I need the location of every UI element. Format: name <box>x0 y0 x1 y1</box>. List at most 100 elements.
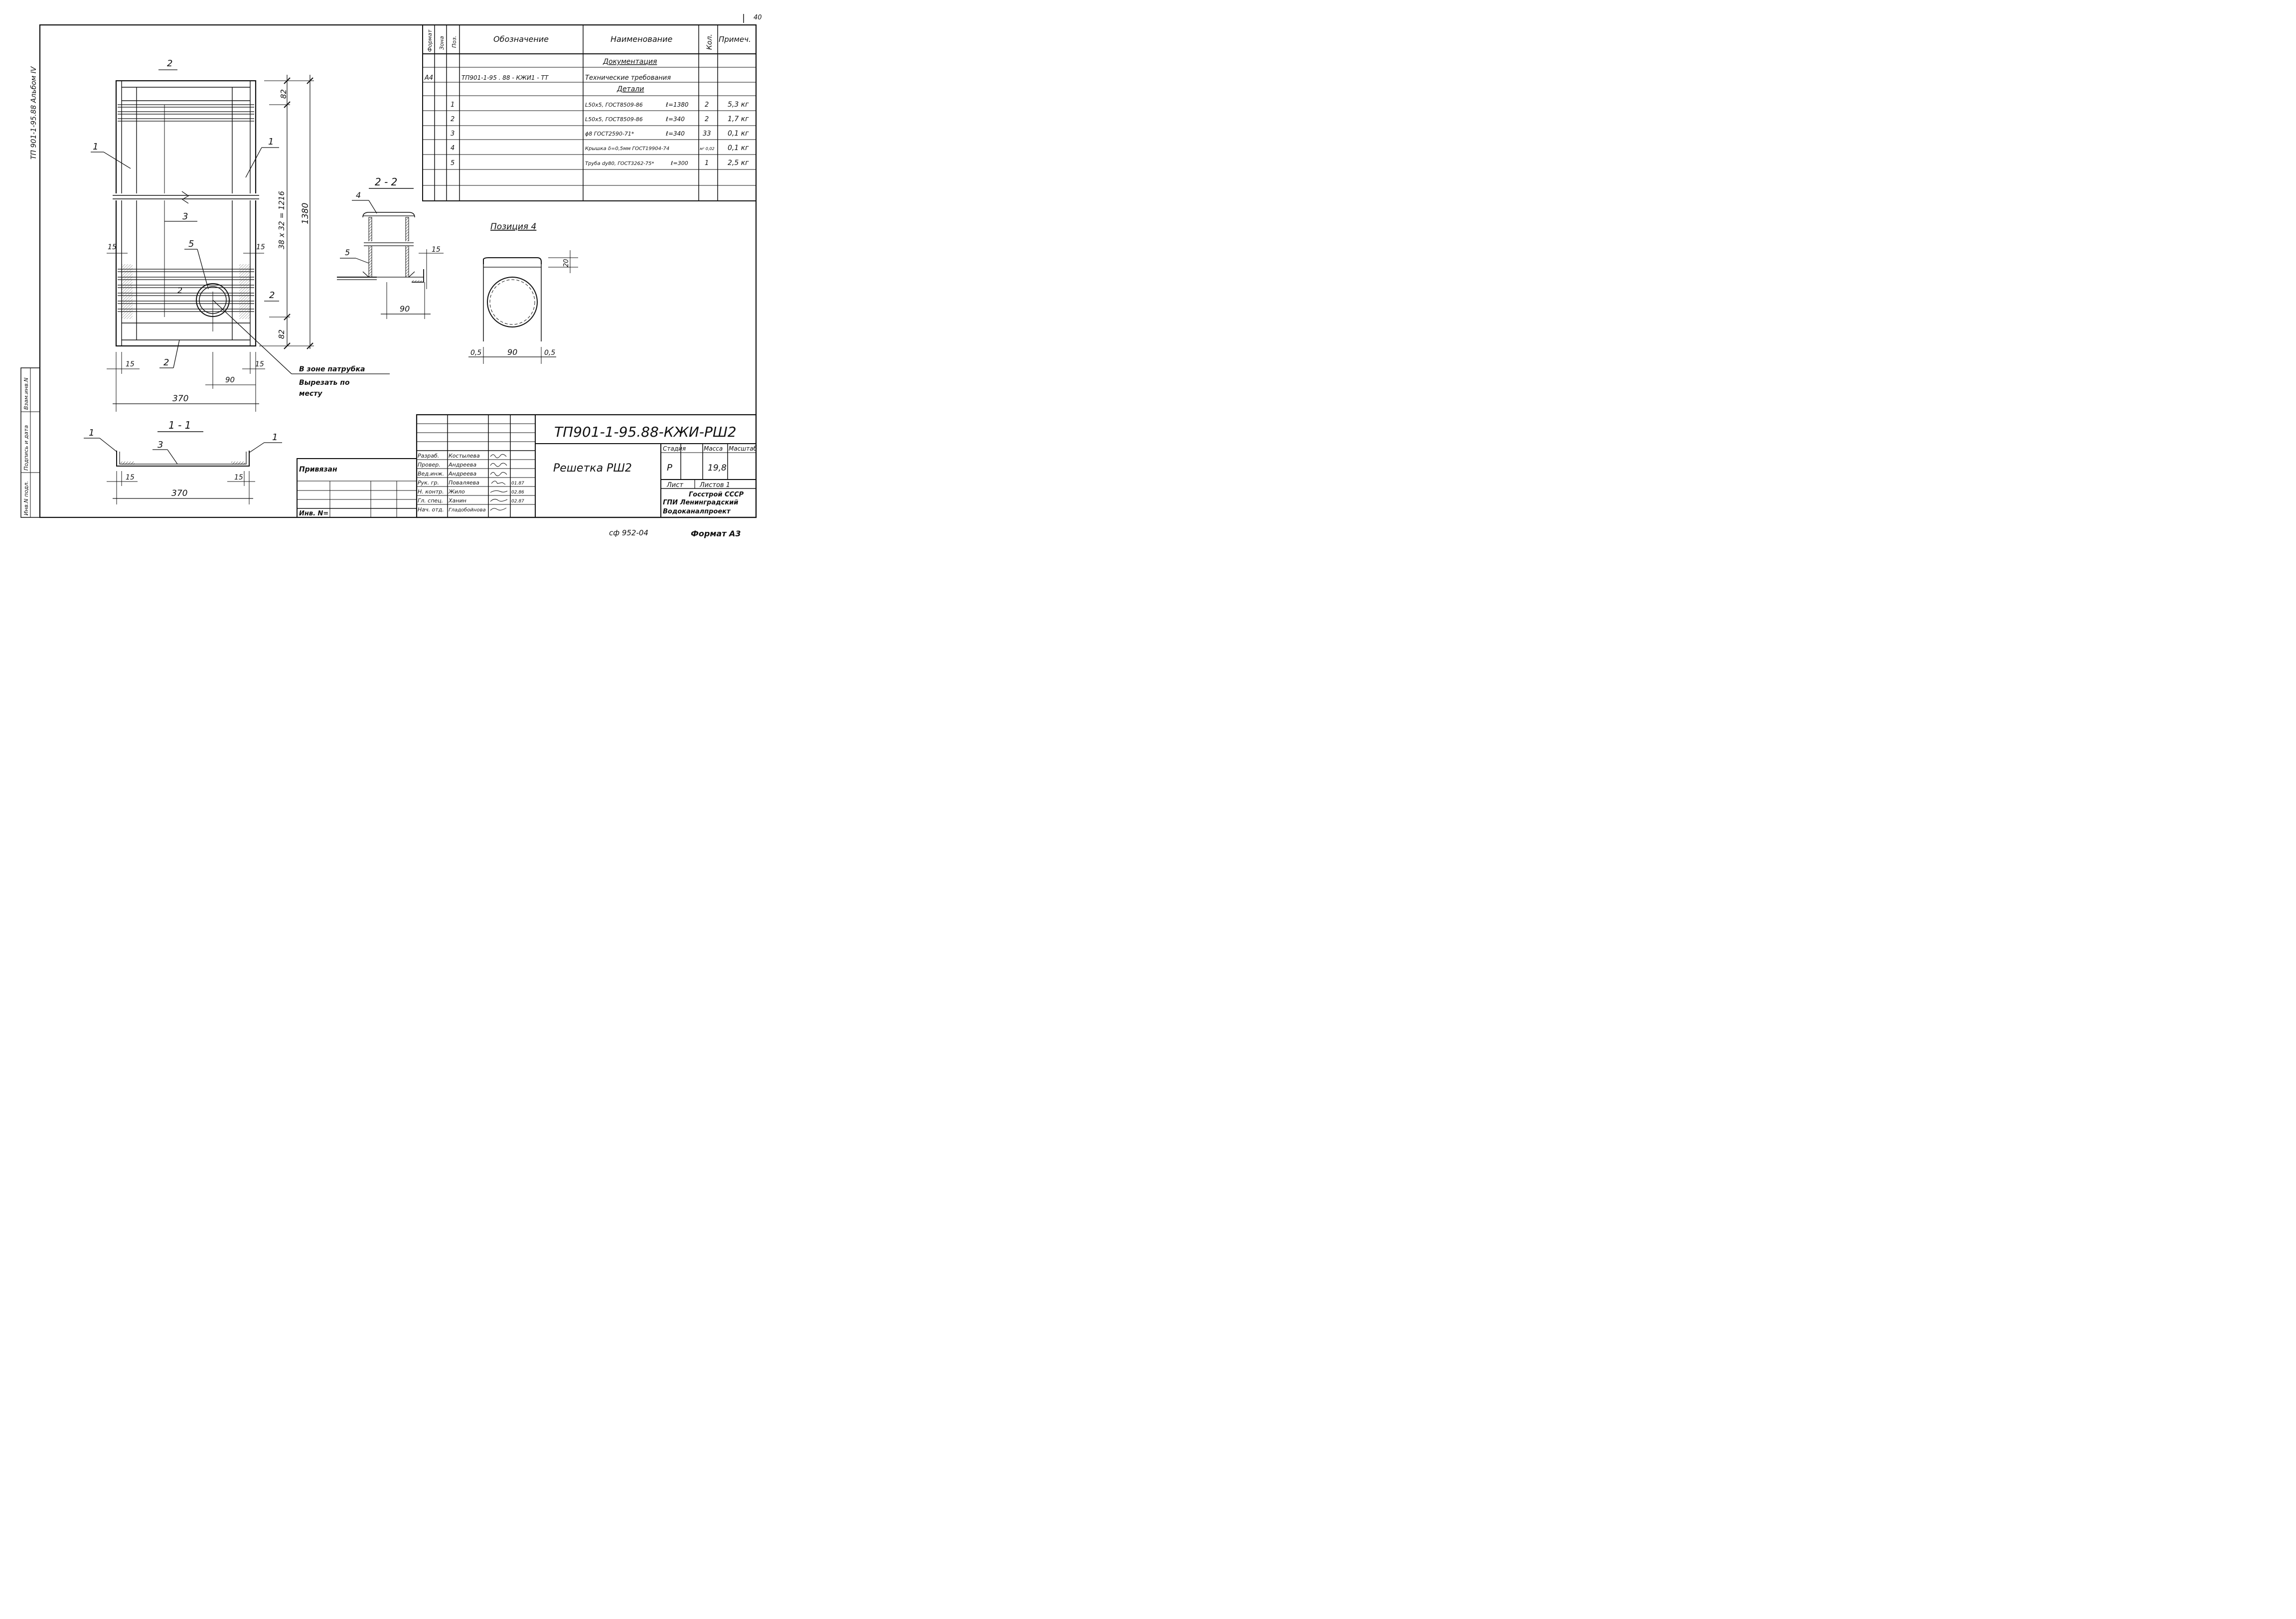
drawing-name: Решетка РШ2 <box>553 462 632 475</box>
inv-no-label: Инв. N= <box>299 510 328 517</box>
position-4-title: Позиция 4 <box>490 222 536 232</box>
row-qty: 2 <box>705 101 709 109</box>
row-pos: 3 <box>451 130 455 138</box>
org-line-1: Госстрой СССР <box>689 491 744 498</box>
privyazan-label: Привязан <box>299 466 337 474</box>
dim-15-d: 15 <box>255 360 264 368</box>
title-block: Привязан Инв. N= Разраб. Костылева Прове… <box>297 414 758 518</box>
role-row: Вед.инж. Андреева <box>418 471 476 477</box>
drawing-code: ТП901-1-95.88-КЖИ-РШ2 <box>554 424 737 440</box>
dim-82-top: 82 <box>279 89 288 99</box>
spec-row: 2 L50x5, ГОСТ8509-86 ℓ=340 2 1,7 кг <box>451 115 749 123</box>
role-row: Гл. спец. Ханин 02.87 <box>418 497 524 504</box>
position-4: Позиция 4 20 0,5 90 0,5 <box>468 222 578 364</box>
stage-label: Стадия <box>663 445 686 452</box>
role-label: Рук. гр. <box>418 480 439 486</box>
callout-5: 5 <box>188 239 194 249</box>
row-name: Труба dy80, ГОСТ3262-75* <box>585 161 654 166</box>
row-length: ℓ=1380 <box>665 101 689 108</box>
doc-format: А4 <box>424 74 433 82</box>
role-label: Вед.инж. <box>418 471 444 477</box>
org-line-3: Водоканалпроект <box>663 508 731 515</box>
doc-designation: ТП901-1-95 . 88 - КЖИ1 - ТТ <box>461 74 549 81</box>
dim-15-a: 15 <box>108 243 117 251</box>
row-note: 2,5 кг <box>728 159 749 167</box>
left-stamp-strip: Взам.инв.N Подпись и дата Инв.N подл. <box>20 367 40 518</box>
role-row: Разраб. Костылева <box>418 453 480 459</box>
footer-code: сф 952-04 <box>609 528 648 537</box>
dim-15-c: 15 <box>126 360 135 368</box>
s22-label-5: 5 <box>345 248 350 257</box>
pos4-dim-90: 90 <box>507 347 517 357</box>
s22-label-4: 4 <box>356 190 361 200</box>
org-line-2: ГПИ Ленинградский <box>663 499 738 506</box>
doc-name: Технические требования <box>585 74 671 82</box>
row-qty: м² 0,02 <box>700 147 715 151</box>
role-person: Костылева <box>449 453 480 459</box>
s11-dim-15-a: 15 <box>126 474 135 482</box>
row-qty: 2 <box>705 116 709 123</box>
hdr-note: Примеч. <box>719 35 751 44</box>
role-person: Ханин <box>448 497 466 504</box>
s22-dim-15: 15 <box>432 246 441 254</box>
section-1-1-title: 1 - 1 <box>168 419 191 431</box>
pos4-dim-20: 20 <box>563 259 570 267</box>
role-person: Жило <box>448 488 465 495</box>
note-line-3: месту <box>299 390 322 398</box>
s11-dim-370: 370 <box>171 488 187 498</box>
role-label: Нач. отд. <box>418 506 444 513</box>
mass-value: 19,8 <box>708 463 727 473</box>
row-note: 5,3 кг <box>728 101 749 109</box>
dim-90: 90 <box>225 375 235 384</box>
note-line-2: Вырезать по <box>299 379 350 387</box>
side-album-label: ТП 901-1-95.88 Альбом IV <box>30 66 38 160</box>
row-pos: 2 <box>451 116 455 123</box>
role-person: Поваляева <box>449 480 479 486</box>
hdr-zone: Зона <box>439 36 445 50</box>
hdr-pos: Поз. <box>451 36 458 48</box>
row-qty: 33 <box>703 130 711 138</box>
s11-dim-15-b: 15 <box>234 474 243 482</box>
section-details: Детали <box>616 85 644 93</box>
row-note: 0,1 кг <box>728 144 749 152</box>
row-name: L50x5, ГОСТ8509-86 <box>585 116 643 123</box>
s11-label-3: 3 <box>157 440 163 450</box>
stamp-podpis-data: Подпись и дата <box>23 425 29 471</box>
drawing-sheet: 40 ТП 901-1-95.88 Альбом IV Взам.инв.N П… <box>20 14 762 538</box>
role-date: 02.87 <box>511 499 524 504</box>
row-name: ϕ8 ГОСТ2590-71* <box>585 131 634 137</box>
hdr-format: Формат <box>427 29 433 52</box>
callout-2-inner: 2 <box>177 286 182 295</box>
role-row: Рук. гр. Поваляева 01.87 <box>418 480 524 486</box>
section-2-2-title: 2 - 2 <box>375 176 397 188</box>
s22-dim-90: 90 <box>400 304 410 314</box>
section-2-2: 2 - 2 4 5 15 90 <box>337 176 444 319</box>
pos4-dim-05-b: 0,5 <box>544 349 555 357</box>
callout-2-side: 2 <box>269 290 275 301</box>
hdr-qty: Кол. <box>706 34 714 50</box>
row-note: 1,7 кг <box>728 115 749 123</box>
pos4-dim-05-a: 0,5 <box>470 349 481 357</box>
dim-370: 370 <box>172 394 188 404</box>
callout-2-bottom: 2 <box>163 357 169 368</box>
hdr-designation: Обозначение <box>493 34 549 44</box>
dim-15-b: 15 <box>256 243 265 251</box>
role-person: Гладобойнова <box>449 507 486 513</box>
grating-outline <box>115 80 257 347</box>
mass-label: Масса <box>704 445 723 452</box>
spec-row: 1 L50x5, ГОСТ8509-86 ℓ=1380 2 5,3 кг <box>451 101 749 109</box>
scale-label: Масштаб <box>729 445 758 452</box>
dim-38x32: 38 x 32 = 1216 <box>277 191 286 249</box>
row-pos: 5 <box>451 160 455 167</box>
callout-1-right: 1 <box>268 137 274 147</box>
row-length: ℓ=340 <box>665 130 685 137</box>
callout-2-top: 2 <box>167 58 172 69</box>
s11-label-1-left: 1 <box>89 428 94 438</box>
row-length: ℓ=300 <box>670 160 688 166</box>
role-row: Н. контр. Жило 02.86 <box>418 488 524 495</box>
section-1-1: 1 - 1 1 3 1 15 15 370 <box>84 419 282 504</box>
role-row: Провер. Андреева <box>418 462 476 468</box>
hdr-name: Наименование <box>611 34 672 44</box>
role-row: Нач. отд. Гладобойнова <box>418 506 486 513</box>
stage-value: Р <box>667 463 672 473</box>
